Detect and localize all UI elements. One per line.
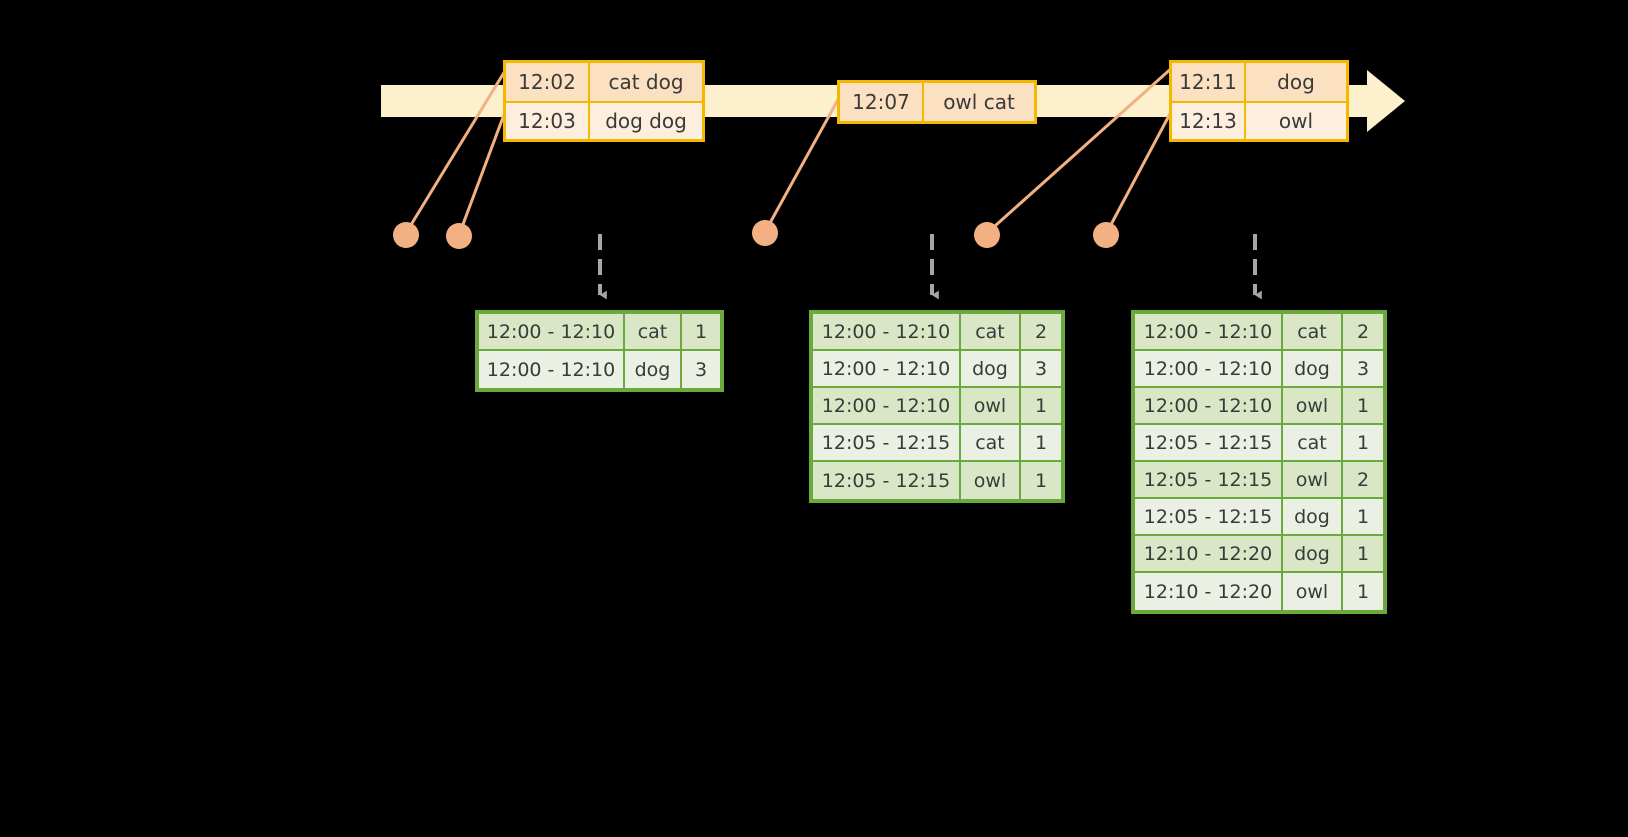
cell-word: dog bbox=[1283, 499, 1343, 536]
cell-word: owl bbox=[1283, 388, 1343, 425]
event-row: 12:13 owl bbox=[1172, 101, 1346, 139]
cell-window: 12:05 - 12:15 bbox=[813, 425, 961, 462]
event-box-3[interactable]: 12:11 dog 12:13 owl bbox=[1169, 60, 1349, 142]
cell-window: 12:00 - 12:10 bbox=[479, 351, 625, 388]
cell-count: 3 bbox=[1343, 351, 1383, 388]
event-time: 12:11 bbox=[1172, 63, 1246, 101]
event-time: 12:13 bbox=[1172, 103, 1246, 139]
event-row: 12:07 owl cat bbox=[840, 83, 1034, 121]
event-words: dog bbox=[1246, 63, 1346, 101]
cell-word: cat bbox=[625, 314, 682, 351]
cell-window: 12:10 - 12:20 bbox=[1135, 536, 1283, 573]
cell-word: owl bbox=[961, 388, 1021, 425]
marker-dot bbox=[393, 222, 419, 248]
cell-count: 3 bbox=[1021, 351, 1061, 388]
marker-dots bbox=[393, 220, 1119, 249]
cell-count: 1 bbox=[1021, 425, 1061, 462]
event-box-1[interactable]: 12:02 cat dog 12:03 dog dog bbox=[503, 60, 705, 142]
event-row: 12:11 dog bbox=[1172, 63, 1346, 101]
cell-word: owl bbox=[961, 462, 1021, 499]
event-time: 12:07 bbox=[840, 83, 924, 121]
cell-window: 12:00 - 12:10 bbox=[813, 351, 961, 388]
marker-dot bbox=[752, 220, 778, 246]
event-words: owl cat bbox=[924, 83, 1034, 121]
event-row: 12:02 cat dog bbox=[506, 63, 702, 101]
cell-word: dog bbox=[1283, 536, 1343, 573]
marker-dot bbox=[1093, 222, 1119, 248]
cell-window: 12:00 - 12:10 bbox=[1135, 388, 1283, 425]
cell-window: 12:05 - 12:15 bbox=[1135, 425, 1283, 462]
cell-word: dog bbox=[625, 351, 682, 388]
cell-count: 3 bbox=[682, 351, 720, 388]
cell-window: 12:10 - 12:20 bbox=[1135, 573, 1283, 610]
cell-count: 1 bbox=[1021, 462, 1061, 499]
cell-count: 2 bbox=[1343, 314, 1383, 351]
event-words: owl bbox=[1246, 103, 1346, 139]
cell-window: 12:05 - 12:15 bbox=[1135, 499, 1283, 536]
cell-window: 12:00 - 12:10 bbox=[479, 314, 625, 351]
event-words: cat dog bbox=[590, 63, 702, 101]
cell-count: 1 bbox=[1343, 388, 1383, 425]
cell-window: 12:05 - 12:15 bbox=[813, 462, 961, 499]
cell-word: cat bbox=[961, 425, 1021, 462]
marker-dot bbox=[446, 223, 472, 249]
event-words: dog dog bbox=[590, 103, 702, 139]
marker-dot bbox=[974, 222, 1000, 248]
event-row: 12:03 dog dog bbox=[506, 101, 702, 139]
cell-count: 2 bbox=[1343, 462, 1383, 499]
cell-word: dog bbox=[1283, 351, 1343, 388]
timeline-arrowhead-icon bbox=[1367, 70, 1405, 132]
cell-window: 12:05 - 12:15 bbox=[1135, 462, 1283, 499]
event-time: 12:03 bbox=[506, 103, 590, 139]
cell-count: 1 bbox=[1343, 536, 1383, 573]
cell-count: 1 bbox=[1021, 388, 1061, 425]
cell-window: 12:00 - 12:10 bbox=[1135, 314, 1283, 351]
cell-word: owl bbox=[1283, 462, 1343, 499]
cell-word: owl bbox=[1283, 573, 1343, 610]
flow-arrows bbox=[598, 234, 1262, 300]
event-box-2[interactable]: 12:07 owl cat bbox=[837, 80, 1037, 124]
event-time: 12:02 bbox=[506, 63, 590, 101]
cell-word: cat bbox=[1283, 425, 1343, 462]
cell-word: cat bbox=[961, 314, 1021, 351]
cell-window: 12:00 - 12:10 bbox=[813, 388, 961, 425]
cell-word: cat bbox=[1283, 314, 1343, 351]
cell-count: 1 bbox=[682, 314, 720, 351]
cell-count: 1 bbox=[1343, 425, 1383, 462]
cell-count: 2 bbox=[1021, 314, 1061, 351]
cell-window: 12:00 - 12:10 bbox=[813, 314, 961, 351]
cell-count: 1 bbox=[1343, 573, 1383, 610]
cell-count: 1 bbox=[1343, 499, 1383, 536]
cell-word: dog bbox=[961, 351, 1021, 388]
cell-window: 12:00 - 12:10 bbox=[1135, 351, 1283, 388]
